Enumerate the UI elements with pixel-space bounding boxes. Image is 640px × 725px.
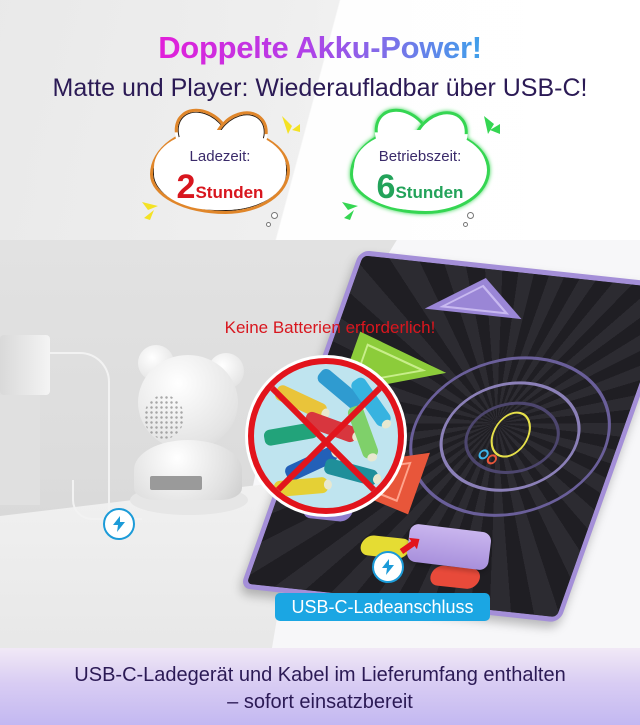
footer-line-1: USB-C-Ladegerät und Kabel im Lieferumfan… [74,664,566,686]
thought-bubble-dot [467,212,474,219]
usb-charger [0,335,50,395]
thought-bubble-dot [271,212,278,219]
lightning-bolt-icon [382,559,394,575]
footer-line-2: – sofort einsatzbereit [227,691,413,713]
port-panel [150,476,202,490]
runtime-value: 6Stunden [376,168,464,206]
thought-bubble-dot [463,222,468,227]
bear-head [138,355,238,450]
charging-time-badge: Ladezeit: 2Stunden [150,126,290,214]
player-charge-badge [103,508,135,540]
footer-banner [0,648,640,725]
thought-bubble-dot [266,222,271,227]
arrow-up-pad [424,278,522,320]
bear-body [134,440,242,500]
spark-icon [484,116,500,134]
lightning-bolt-icon [113,516,125,532]
spark-icon [142,202,158,220]
spark-icon [342,202,358,220]
top-background-diagonal [0,0,640,250]
no-batteries-prohibition-icon [248,358,404,514]
footprint-graphic [478,411,531,465]
runtime-badge: Betriebszeit: 6Stunden [350,126,490,214]
bear-music-player [130,345,250,515]
no-batteries-text: Keine Batterien erforderlich! [224,318,436,337]
footer-text: USB-C-Ladegerät und Kabel im Lieferumfan… [0,662,640,716]
wall-outlet [0,395,40,505]
mat-charge-badge [372,551,404,583]
charging-time-value: 2Stunden [176,168,264,206]
speaker-grille [144,395,184,439]
usb-c-port-label: USB-C-Ladeanschluss [275,593,490,621]
charging-time-label: Ladezeit: [189,148,251,165]
spark-icon [282,116,300,134]
subline: Matte und Player: Wiederaufladbar über U… [52,74,588,102]
headline: Doppelte Akku-Power! [158,30,482,65]
runtime-label: Betriebszeit: [378,148,462,165]
usb-cable [50,352,110,522]
